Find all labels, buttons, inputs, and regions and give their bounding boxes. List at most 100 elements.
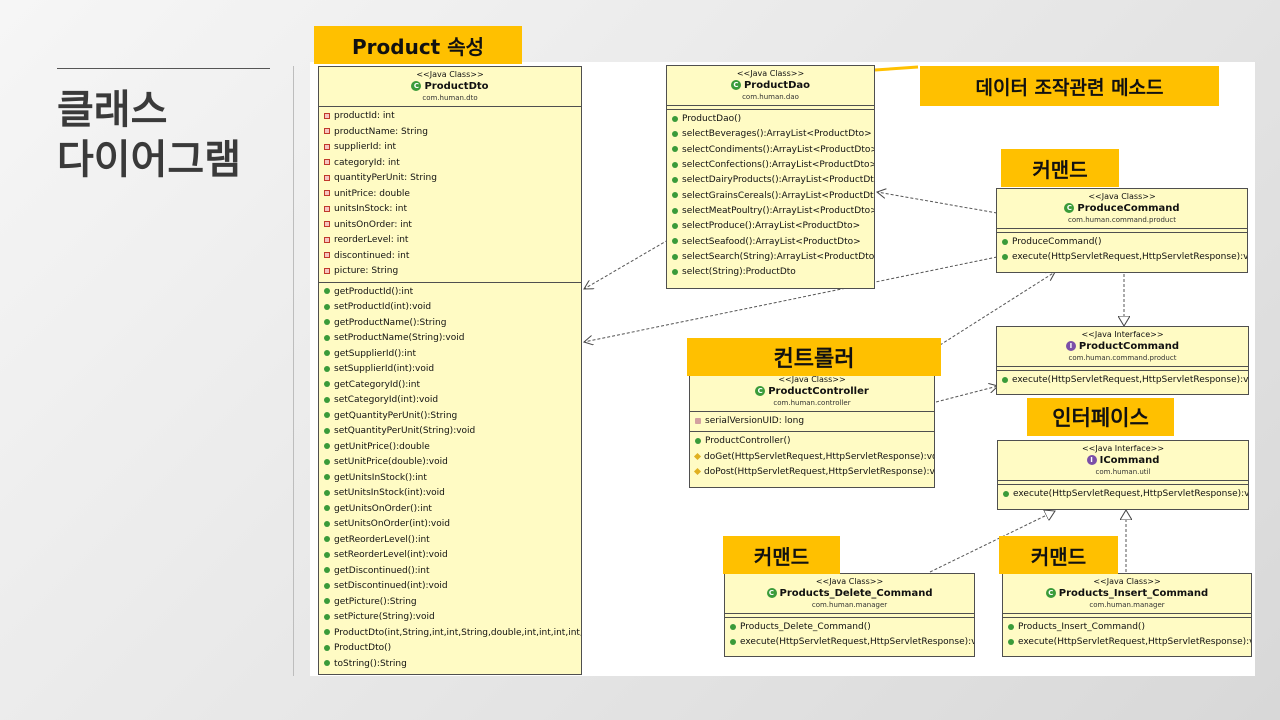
method-row[interactable]: selectMeatPoultry():ArrayList<ProductDto… xyxy=(667,204,874,219)
method-icon xyxy=(324,303,330,310)
method-icon xyxy=(1002,238,1008,245)
method-row[interactable]: setReorderLevel(int):void xyxy=(319,548,581,564)
method-text: selectCondiments():ArrayList<ProductDto> xyxy=(682,144,874,155)
interface-icon: I xyxy=(1086,455,1097,465)
method-row[interactable]: getUnitsInStock():int xyxy=(319,471,581,487)
field-row[interactable]: discontinued: int xyxy=(319,249,581,265)
method-row[interactable]: setProductId(int):void xyxy=(319,300,581,316)
method-icon xyxy=(324,582,330,589)
method-row[interactable]: getDiscontinued():int xyxy=(319,564,581,580)
method-row[interactable]: getUnitPrice():double xyxy=(319,440,581,456)
method-row[interactable]: setSupplierId(int):void xyxy=(319,362,581,378)
method-icon xyxy=(693,467,702,476)
method-text: selectBeverages():ArrayList<ProductDto> xyxy=(682,129,872,140)
title-line-1: 클래스 xyxy=(57,87,168,133)
method-row[interactable]: setDiscontinued(int):void xyxy=(319,579,581,595)
field-row[interactable]: reorderLevel: int xyxy=(319,233,581,249)
method-row[interactable]: doGet(HttpServletRequest,HttpServletResp… xyxy=(690,450,934,465)
method-row[interactable]: selectSeafood():ArrayList<ProductDto> xyxy=(667,235,874,250)
method-row[interactable]: setPicture(String):void xyxy=(319,610,581,626)
field-icon xyxy=(324,267,330,274)
method-text: getReorderLevel():int xyxy=(334,534,430,545)
method-row[interactable]: ProductDto() xyxy=(319,641,581,657)
field-text: productName: String xyxy=(334,126,428,137)
method-row[interactable]: execute(HttpServletRequest,HttpServletRe… xyxy=(997,373,1248,388)
field-text: serialVersionUID: long xyxy=(705,416,805,426)
method-icon xyxy=(672,238,678,245)
methods-section: ProductController()doGet(HttpServletRequ… xyxy=(690,432,934,482)
method-row[interactable]: Products_Delete_Command() xyxy=(725,620,974,635)
field-row[interactable]: productId: int xyxy=(319,109,581,125)
method-row[interactable]: selectGrainsCereals():ArrayList<ProductD… xyxy=(667,189,874,204)
method-row[interactable]: getReorderLevel():int xyxy=(319,533,581,549)
field-row[interactable]: unitsOnOrder: int xyxy=(319,218,581,234)
method-icon xyxy=(324,412,330,418)
method-row[interactable]: Products_Insert_Command() xyxy=(1003,620,1251,635)
method-row[interactable]: ProductDto(int,String,int,int,String,dou… xyxy=(319,626,581,642)
method-row[interactable]: getCategoryId():int xyxy=(319,378,581,394)
method-icon xyxy=(324,489,330,496)
method-row[interactable]: selectBeverages():ArrayList<ProductDto> xyxy=(667,127,874,142)
method-text: getPicture():String xyxy=(334,596,417,607)
method-row[interactable]: getUnitsOnOrder():int xyxy=(319,502,581,518)
method-row[interactable]: getQuantityPerUnit():String xyxy=(319,409,581,425)
method-row[interactable]: selectDairyProducts():ArrayList<ProductD… xyxy=(667,173,874,188)
method-row[interactable]: setUnitsInStock(int):void xyxy=(319,486,581,502)
method-row[interactable]: selectSearch(String):ArrayList<ProductDt… xyxy=(667,250,874,265)
method-row[interactable]: select(String):ProductDto xyxy=(667,265,874,280)
method-row[interactable]: getProductId():int xyxy=(319,285,581,301)
method-row[interactable]: setProductName(String):void xyxy=(319,331,581,347)
methods-section: execute(HttpServletRequest,HttpServletRe… xyxy=(997,371,1248,390)
method-row[interactable]: setQuantityPerUnit(String):void xyxy=(319,424,581,440)
method-row[interactable]: setUnitsOnOrder(int):void xyxy=(319,517,581,533)
method-row[interactable]: doPost(HttpServletRequest,HttpServletRes… xyxy=(690,465,934,480)
method-row[interactable]: getPicture():String xyxy=(319,595,581,611)
method-row[interactable]: getSupplierId():int xyxy=(319,347,581,363)
stereotype: <<Java Class>> xyxy=(1093,577,1161,586)
methods-section: execute(HttpServletRequest,HttpServletRe… xyxy=(998,485,1248,504)
method-icon xyxy=(730,623,736,630)
fields-section xyxy=(1003,614,1251,618)
field-row[interactable]: unitsInStock: int xyxy=(319,202,581,218)
field-row[interactable]: quantityPerUnit: String xyxy=(319,171,581,187)
field-row[interactable]: productName: String xyxy=(319,125,581,141)
fields-section xyxy=(998,481,1248,485)
method-text: selectGrainsCereals():ArrayList<ProductD… xyxy=(682,190,874,201)
method-row[interactable]: setCategoryId(int):void xyxy=(319,393,581,409)
field-row[interactable]: unitPrice: double xyxy=(319,187,581,203)
method-row[interactable]: ProductDao() xyxy=(667,112,874,127)
stereotype: <<Java Interface>> xyxy=(1081,444,1165,453)
field-icon xyxy=(324,174,330,181)
method-row[interactable]: execute(HttpServletRequest,HttpServletRe… xyxy=(1003,635,1251,650)
field-row[interactable]: supplierId: int xyxy=(319,140,581,156)
method-row[interactable]: getProductName():String xyxy=(319,316,581,332)
method-row[interactable]: ProduceCommand() xyxy=(997,235,1247,250)
method-row[interactable]: selectProduce():ArrayList<ProductDto> xyxy=(667,219,874,234)
fields-section: serialVersionUID: long xyxy=(690,412,934,433)
method-row[interactable]: execute(HttpServletRequest,HttpServletRe… xyxy=(997,250,1247,265)
method-row[interactable]: execute(HttpServletRequest,HttpServletRe… xyxy=(725,635,974,650)
method-text: getUnitPrice():double xyxy=(334,441,430,452)
method-row[interactable]: execute(HttpServletRequest,HttpServletRe… xyxy=(998,487,1248,502)
method-text: setUnitsOnOrder(int):void xyxy=(334,519,450,529)
field-icon xyxy=(324,128,330,134)
method-row[interactable]: selectCondiments():ArrayList<ProductDto> xyxy=(667,143,874,158)
field-row[interactable]: serialVersionUID: long xyxy=(690,414,934,429)
method-row[interactable]: setUnitPrice(double):void xyxy=(319,455,581,471)
field-row[interactable]: categoryId: int xyxy=(319,156,581,172)
field-row[interactable]: picture: String xyxy=(319,264,581,280)
method-row[interactable]: selectConfections():ArrayList<ProductDto… xyxy=(667,158,874,173)
class-name: ProductController xyxy=(768,386,869,397)
method-row[interactable]: toString():String xyxy=(319,657,581,673)
class-name: ProductDto xyxy=(424,81,489,92)
method-row[interactable]: ProductController() xyxy=(690,434,934,449)
method-icon xyxy=(324,644,330,651)
